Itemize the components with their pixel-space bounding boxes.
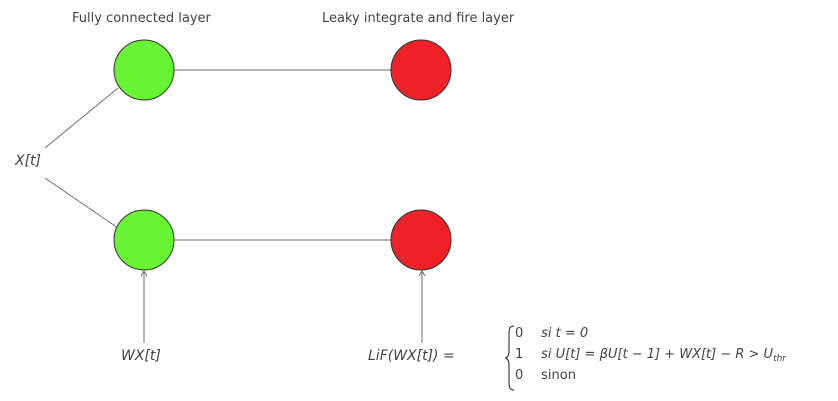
lif-node-bottom	[390, 209, 452, 271]
fc-node-bottom	[113, 209, 175, 271]
lif-node-top	[390, 39, 452, 101]
case-1-value: 0	[515, 326, 524, 341]
weighted-input-label: WX[t]	[121, 348, 161, 364]
case-row-1: 0 si t = 0	[515, 326, 588, 341]
case-2-subscript: thr	[773, 354, 787, 364]
case-2-value: 1	[515, 347, 524, 362]
lif-function-label: LiF(WX[t]) =	[368, 348, 455, 364]
case-row-2: 1 si U[t] = βU[t − 1] + WX[t] − R > Uthr	[515, 347, 786, 364]
case-3-value: 0	[515, 368, 524, 383]
case-1-condition: si t = 0	[541, 326, 589, 341]
left-brace	[505, 325, 515, 391]
edge-input-to-fc-bottom	[44, 177, 119, 229]
case-3-condition: sinon	[541, 368, 576, 383]
fc-node-top	[113, 39, 175, 101]
case-row-3: 0 sinon	[515, 368, 576, 383]
fully-connected-layer-title: Fully connected layer	[72, 11, 211, 26]
edge-input-to-fc-top	[44, 87, 119, 149]
case-2-condition: si U[t] = βU[t − 1] + WX[t] − R > U	[541, 347, 774, 362]
input-label: X[t]	[15, 153, 42, 169]
lif-layer-title: Leaky integrate and fire layer	[322, 11, 515, 26]
